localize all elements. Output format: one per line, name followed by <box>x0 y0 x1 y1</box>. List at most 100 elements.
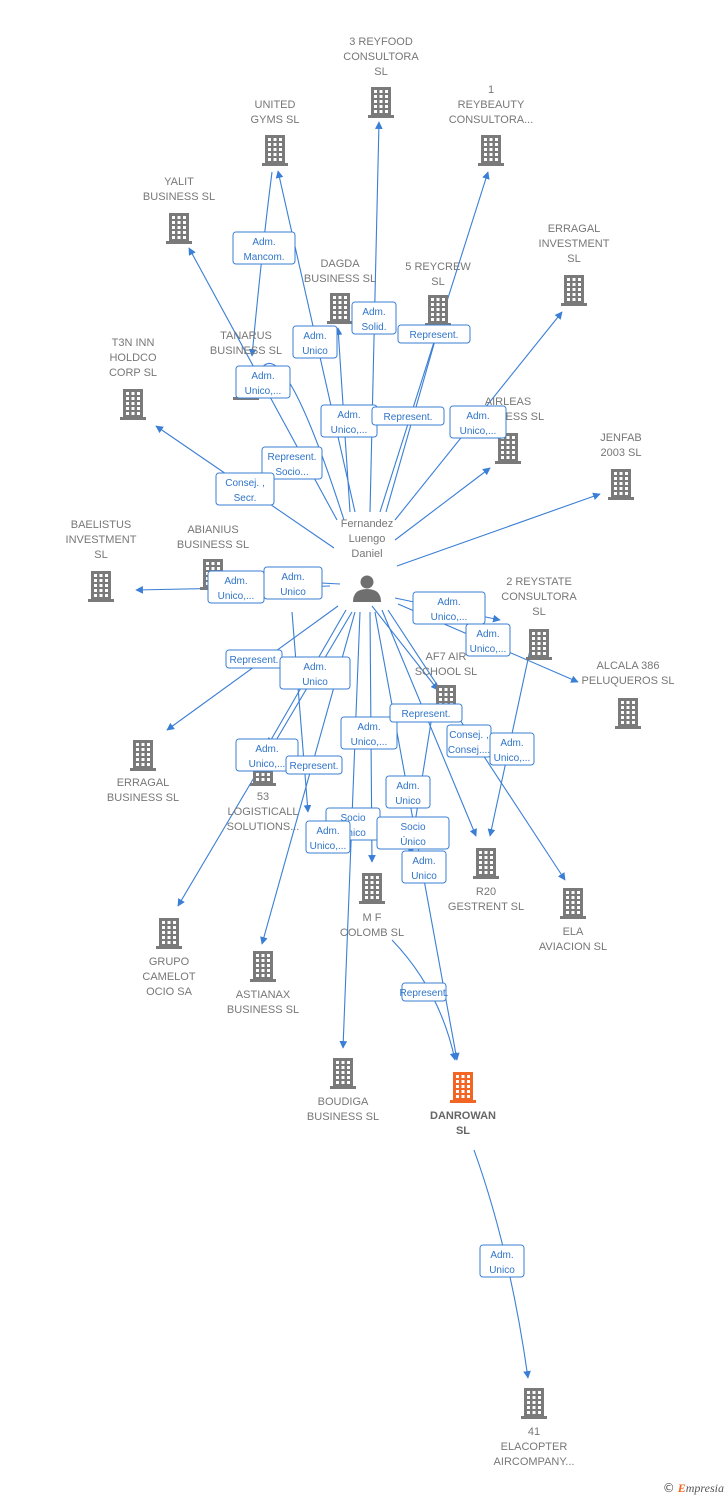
relation-label-line: Unico <box>489 1265 515 1276</box>
building-icon <box>478 135 504 166</box>
relation-label[interactable]: Adm.Unico <box>401 850 447 884</box>
company-label-line: SL <box>374 66 387 78</box>
relation-label-line: Adm. <box>337 410 360 421</box>
relation-label-line: Represent. <box>402 709 451 720</box>
building-icon <box>561 275 587 306</box>
company-label-line: SL <box>567 253 580 265</box>
relation-label[interactable]: Adm.Unico,... <box>412 591 486 625</box>
relation-label[interactable]: Consej. ,Secr. <box>215 472 275 506</box>
company-label-line: SCHOOL SL <box>415 666 478 678</box>
company-label-line: T3N INN <box>112 337 155 349</box>
relation-label[interactable]: Represent. <box>400 982 449 1002</box>
relation-label[interactable]: Represent. <box>225 649 283 669</box>
company-label-line: CONSULTORA <box>501 591 577 603</box>
relation-label-line: Represent. <box>290 761 339 772</box>
relation-label-line: Unico <box>280 587 306 598</box>
company-label-line: ERRAGAL <box>548 223 601 235</box>
relation-label[interactable]: Adm.Unico <box>292 325 338 359</box>
relation-label[interactable]: Adm.Unico,... <box>465 623 511 657</box>
brand-name: mpresia <box>685 1481 724 1495</box>
relation-label-line: Secr. <box>234 493 257 504</box>
company-node-elacopter[interactable]: 41ELACOPTERAIRCOMPANY... <box>494 1388 575 1468</box>
company-node-reybeauty[interactable]: 1REYBEAUTYCONSULTORA... <box>449 84 534 166</box>
relation-label[interactable]: Adm.Unico,... <box>207 570 265 604</box>
company-label-line: CONSULTORA <box>343 51 419 63</box>
relation-label-line: Solid. <box>361 322 386 333</box>
person-icon <box>353 575 381 602</box>
building-icon <box>330 1058 356 1089</box>
company-label-line: 1 <box>488 84 494 96</box>
relation-label[interactable]: Adm.Unico <box>263 566 323 600</box>
relation-label-line: Único <box>400 835 426 848</box>
relation-edge <box>291 611 312 813</box>
relation-label-line: Represent. <box>410 330 459 341</box>
relation-label[interactable]: Adm.Unico <box>279 656 351 690</box>
company-label-line: 2 REYSTATE <box>506 576 572 588</box>
company-label-line: UNITED <box>255 99 296 111</box>
relation-label[interactable]: Adm.Unico <box>479 1244 525 1278</box>
relation-label[interactable]: Represent. <box>371 406 445 426</box>
relation-label[interactable]: Adm.Unico,... <box>340 716 398 750</box>
relation-label[interactable]: Represent. <box>389 703 463 723</box>
relation-label[interactable]: Adm. Solid. <box>351 301 397 335</box>
relation-label[interactable]: Represent. <box>397 324 471 344</box>
company-label-line: BUSINESS SL <box>210 345 282 357</box>
building-icon <box>368 87 394 118</box>
relation-label-line: Represent. <box>400 988 449 999</box>
company-label-line: GESTRENT SL <box>448 901 524 913</box>
relation-label[interactable]: Adm.Unico,... <box>320 404 378 438</box>
building-icon <box>250 951 276 982</box>
relation-label[interactable]: Adm.Unico <box>385 775 431 809</box>
relation-label[interactable]: Adm.Unico,... <box>449 405 507 439</box>
company-label-line: M F <box>363 912 382 924</box>
relation-label-line: Consej. , <box>449 730 488 741</box>
relation-label[interactable]: Adm.Unico,... <box>305 820 351 854</box>
company-label-line: 41 <box>528 1426 540 1438</box>
building-icon <box>615 698 641 729</box>
company-label-line: BUSINESS SL <box>227 1004 299 1016</box>
relation-label[interactable]: Adm.Unico,... <box>235 365 291 399</box>
relation-label-line: Adm. <box>255 744 278 755</box>
company-label-line: BUSINESS SL <box>107 792 179 804</box>
person-name-line: Fernandez <box>341 518 394 530</box>
relation-label[interactable]: Adm.Unico,... <box>489 732 535 766</box>
relation-label-line: Represent. <box>384 412 433 423</box>
relation-label[interactable]: Represent.Socio... <box>261 446 323 480</box>
relation-label-line: Adm. <box>362 307 385 318</box>
relation-label[interactable]: Adm.Mancom. <box>232 231 296 265</box>
company-label-line: BUSINESS SL <box>143 191 215 203</box>
building-icon <box>262 135 288 166</box>
relation-label-line: Unico,... <box>310 841 347 852</box>
relation-label-line: Adm. <box>396 781 419 792</box>
company-label-line: LOGISTICALL <box>228 806 299 818</box>
company-label-line: 5 REYCREW <box>405 261 471 273</box>
relation-label[interactable]: Adm.Unico,... <box>235 738 299 772</box>
empresia-footer[interactable]: ©Empresia <box>663 1481 724 1496</box>
relation-label[interactable]: Represent. <box>285 755 343 775</box>
copyright-symbol: © <box>662 1481 675 1495</box>
relation-label[interactable]: Consej. ,Consej.... <box>446 724 492 758</box>
relation-label-line: Adm. <box>303 331 326 342</box>
